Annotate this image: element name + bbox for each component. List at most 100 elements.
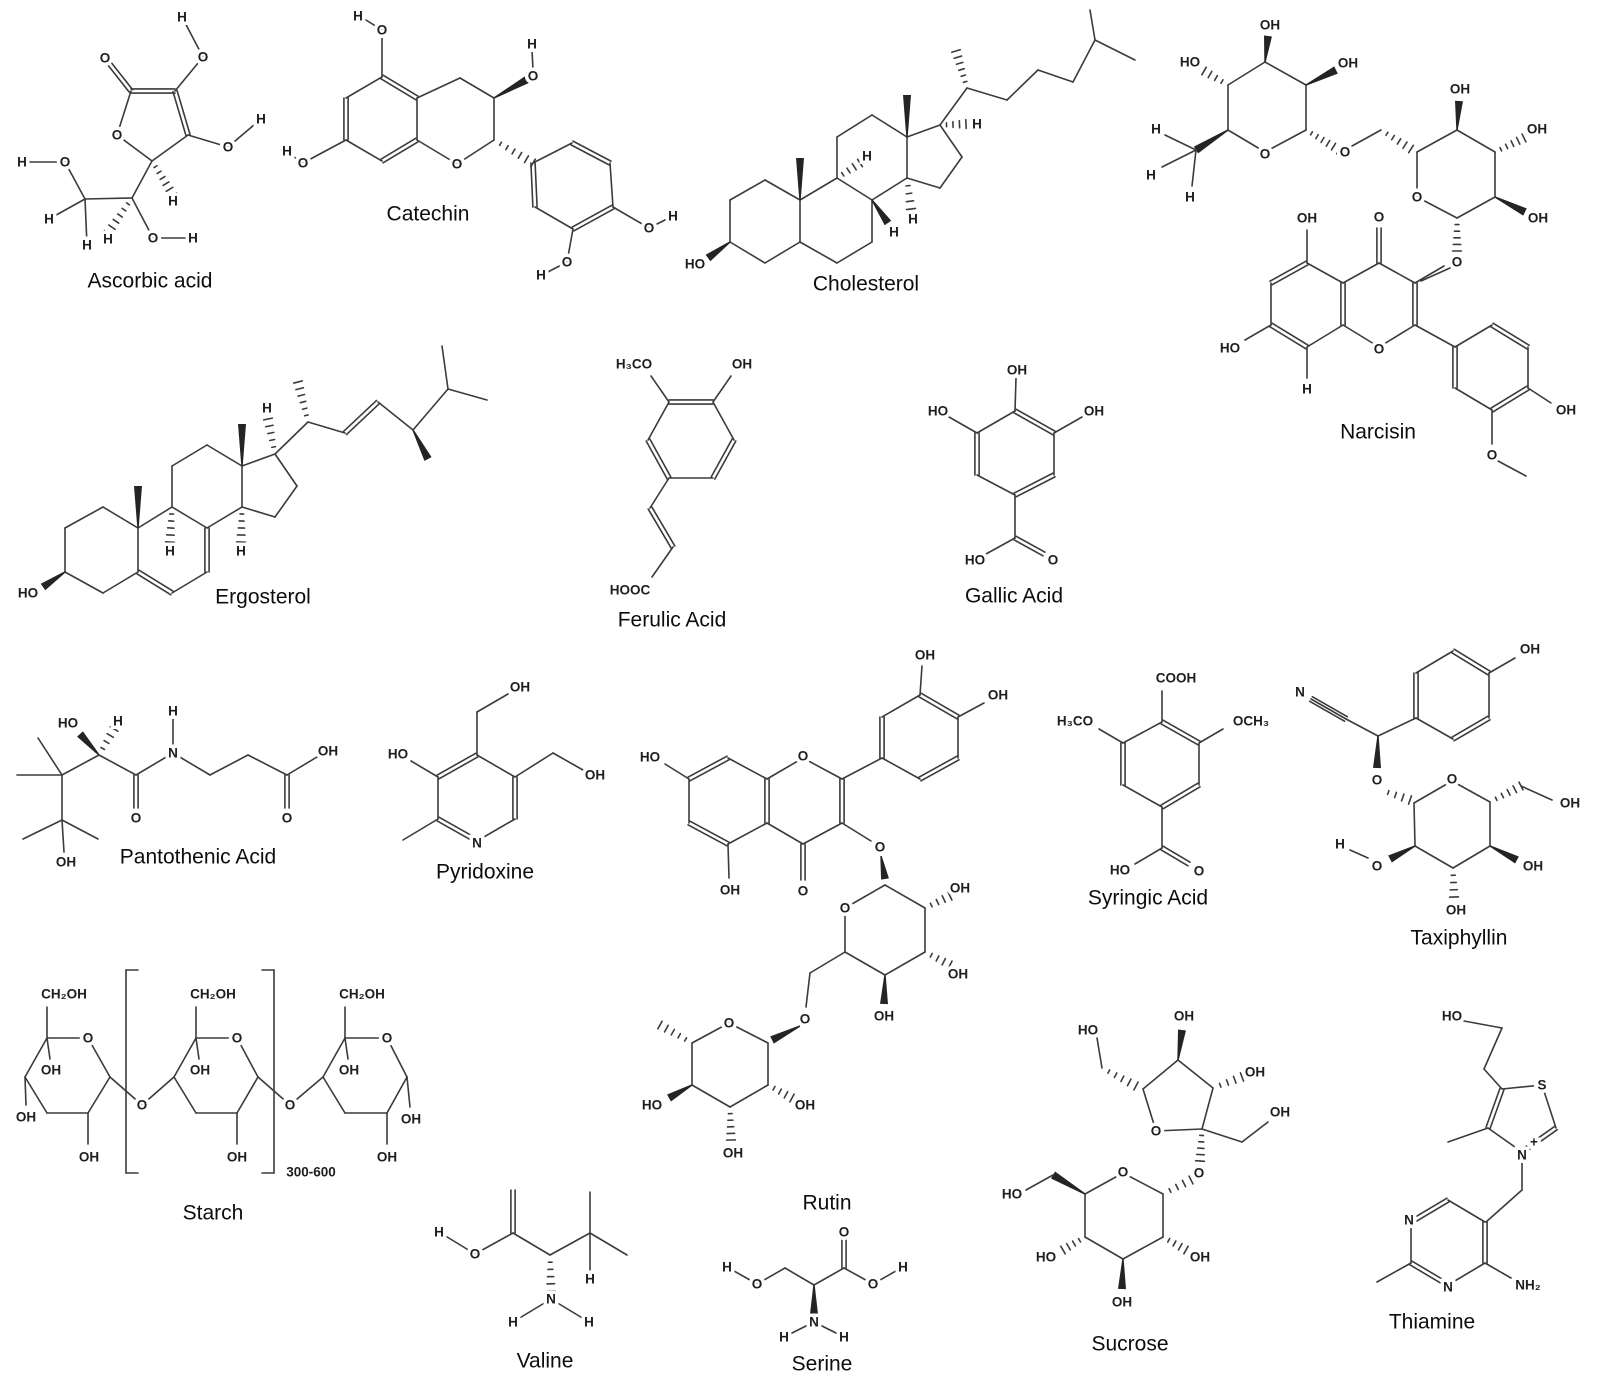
- atom-label: OH: [1527, 122, 1547, 137]
- molecule-name-pyridoxine: Pyridoxine: [436, 861, 534, 884]
- atom-label: H: [168, 704, 178, 719]
- atom-label: O: [100, 51, 111, 66]
- atom-label: OH: [510, 680, 530, 695]
- atom-label: +: [1530, 1135, 1538, 1150]
- molecule-name-gallic-acid: Gallic Acid: [965, 585, 1063, 608]
- atom-label: OH: [988, 688, 1008, 703]
- atom-label: H: [434, 1225, 444, 1240]
- atom-label: 300-600: [286, 1165, 336, 1180]
- atom-label: O: [1340, 145, 1351, 160]
- atom-label: H: [177, 10, 187, 25]
- atom-label: HO: [1036, 1250, 1056, 1265]
- atom-label: OH: [401, 1112, 421, 1127]
- atom-label: O: [800, 1012, 811, 1027]
- atom-label: O: [724, 1016, 735, 1031]
- molecule-name-starch: Starch: [183, 1202, 244, 1225]
- atom-label: O: [470, 1247, 481, 1262]
- atom-label: H: [584, 1315, 594, 1330]
- atom-label: H: [165, 544, 175, 559]
- atom-label: H: [898, 1260, 908, 1275]
- atom-label: H: [585, 1272, 595, 1287]
- molecule-name-pantothenic-acid: Pantothenic Acid: [120, 846, 276, 869]
- atom-label: OH: [795, 1098, 815, 1113]
- atom-label: S: [1537, 1078, 1546, 1093]
- atom-label: HO: [1002, 1187, 1022, 1202]
- atom-label: O: [1412, 190, 1423, 205]
- structure-starch: CH₂OHOOHOHOHOCH₂OHOOHOHOCH₂OHOOHOHOH300-…: [12, 969, 425, 1227]
- molecule-name-syringic-acid: Syringic Acid: [1088, 887, 1208, 910]
- atom-label: H: [779, 1330, 789, 1345]
- atom-label: H₃CO: [616, 357, 652, 372]
- molecule-name-catechin: Catechin: [387, 203, 470, 226]
- atom-label: OH: [16, 1110, 36, 1125]
- atom-label: H: [1151, 122, 1161, 137]
- molecule-name-cholesterol: Cholesterol: [813, 273, 919, 296]
- atom-label: O: [1194, 864, 1205, 879]
- atom-label: HO: [1220, 341, 1240, 356]
- atom-label: O: [1372, 773, 1383, 788]
- atom-label: O: [644, 221, 655, 236]
- atom-label: O: [1374, 342, 1385, 357]
- atom-label: H: [82, 238, 92, 253]
- atom-label: OH: [1446, 903, 1466, 918]
- atom-label: OH: [1190, 1250, 1210, 1265]
- atom-label: H: [188, 231, 198, 246]
- molecule-name-ascorbic-acid: Ascorbic acid: [88, 270, 213, 293]
- molecule-name-rutin: Rutin: [802, 1192, 851, 1215]
- atom-label: O: [298, 156, 309, 171]
- atom-label: OH: [41, 1063, 61, 1078]
- atom-label: H: [256, 112, 266, 127]
- atom-label: OH: [190, 1063, 210, 1078]
- atom-label: O: [282, 811, 293, 826]
- atom-label: H: [889, 225, 899, 240]
- molecule-name-taxiphyllin: Taxiphyllin: [1411, 927, 1508, 950]
- atom-label: H: [839, 1330, 849, 1345]
- atom-label: CH₂OH: [41, 987, 87, 1002]
- atom-label: H: [1335, 837, 1345, 852]
- molecule-name-serine: Serine: [792, 1353, 853, 1376]
- atom-label: O: [137, 1098, 148, 1113]
- atom-label: OH: [915, 648, 935, 663]
- atom-label: N: [1295, 685, 1305, 700]
- atom-label: CH₂OH: [190, 987, 236, 1002]
- atom-label: H: [1146, 168, 1156, 183]
- atom-label: H: [908, 212, 918, 227]
- atom-label: O: [1487, 448, 1498, 463]
- atom-label: O: [1194, 1166, 1205, 1181]
- atom-label: OH: [1338, 56, 1358, 71]
- atom-label: OH: [1174, 1009, 1194, 1024]
- atom-label: H: [262, 401, 272, 416]
- atom-label: OH: [227, 1150, 247, 1165]
- atom-label: OH: [732, 357, 752, 372]
- atom-label: H: [722, 1260, 732, 1275]
- atom-label: HO: [928, 404, 948, 419]
- molecule-name-ferulic-acid: Ferulic Acid: [618, 609, 727, 632]
- atom-label: O: [131, 811, 142, 826]
- atom-label: H: [527, 37, 537, 52]
- atom-label: OH: [720, 883, 740, 898]
- atom-label: HO: [685, 257, 705, 272]
- atom-label: OH: [1560, 796, 1580, 811]
- atom-label: OH: [1270, 1105, 1290, 1120]
- atom-label: N: [1517, 1148, 1527, 1163]
- atom-label: H: [972, 117, 982, 132]
- atom-label: CH₂OH: [339, 987, 385, 1002]
- atom-label: O: [840, 901, 851, 916]
- atom-label: H: [17, 155, 27, 170]
- atom-label: O: [1048, 553, 1059, 568]
- atom-label: OH: [1297, 211, 1317, 226]
- atom-label: OH: [1450, 82, 1470, 97]
- atom-label: O: [198, 50, 209, 65]
- atom-label: OH: [1520, 642, 1540, 657]
